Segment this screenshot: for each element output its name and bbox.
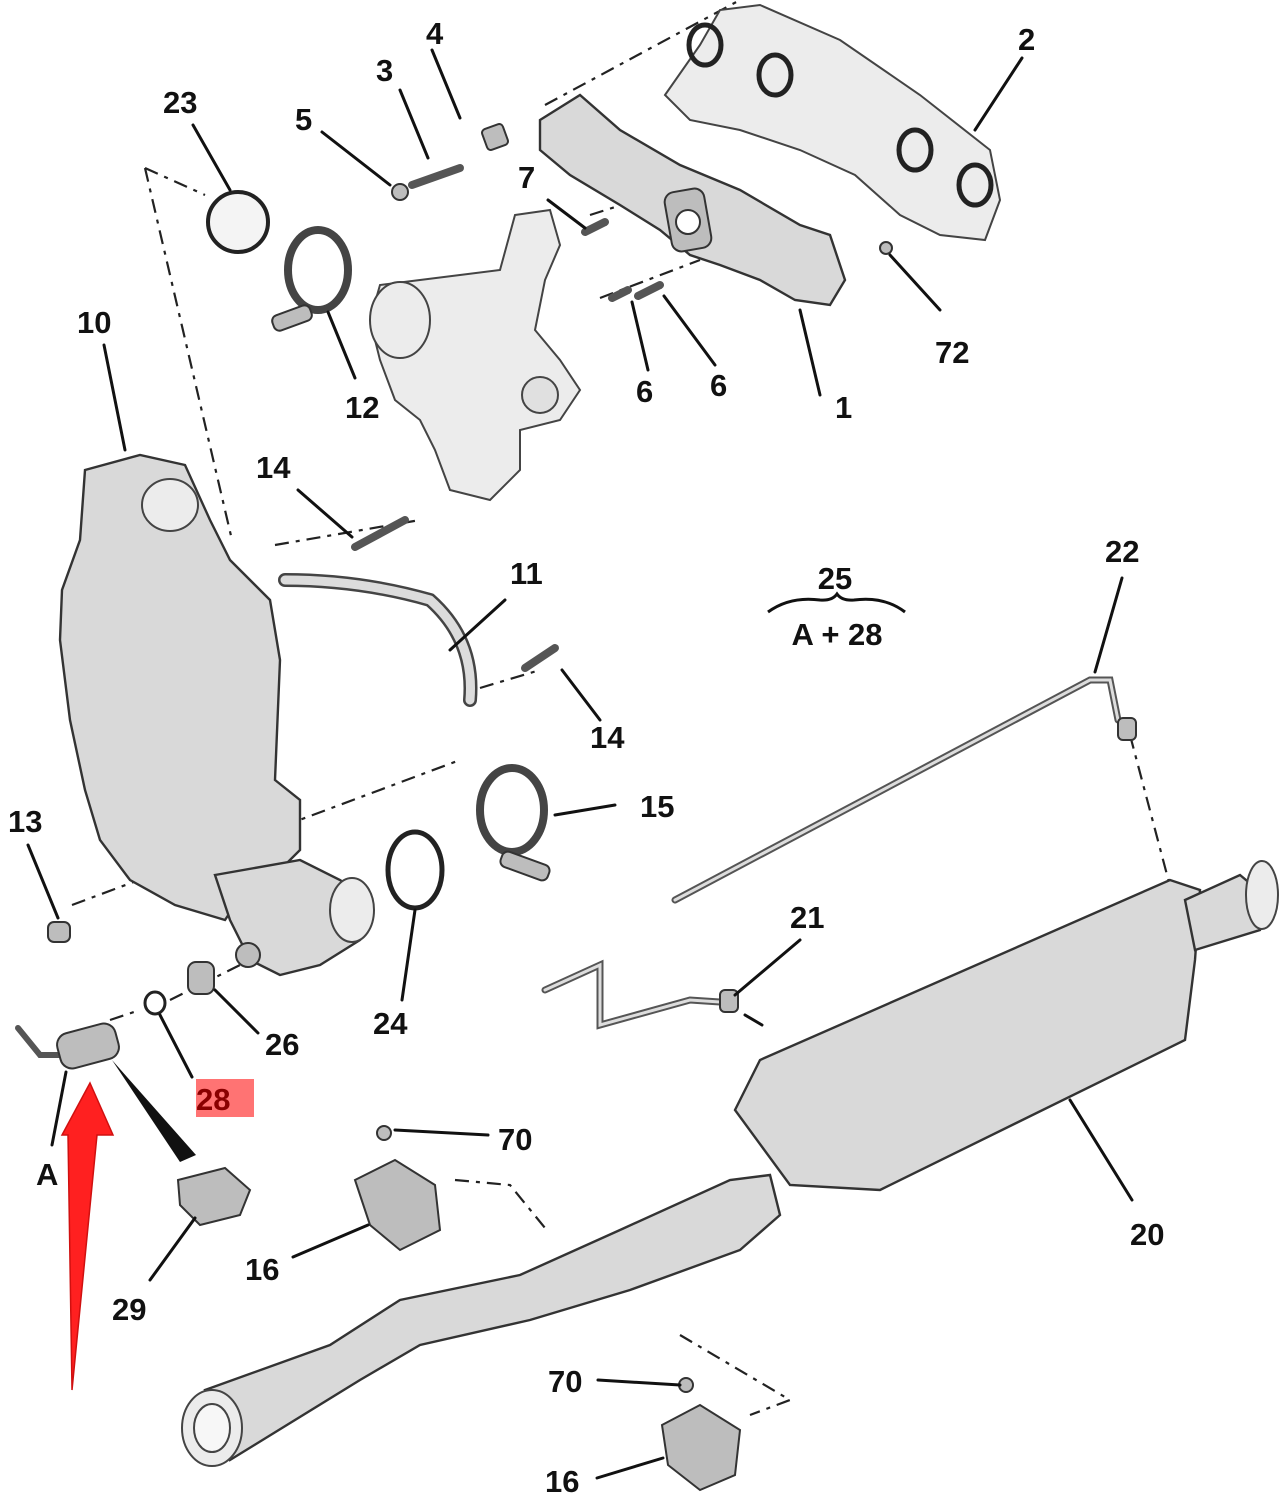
kit-note-formula: A + 28 bbox=[791, 617, 882, 652]
part-26-clip bbox=[187, 961, 215, 995]
label-20: 20 bbox=[1130, 1217, 1164, 1252]
part-29-cap bbox=[176, 1166, 252, 1227]
label-14-lower: 14 bbox=[590, 720, 625, 755]
part-22-pipe bbox=[671, 676, 1137, 904]
assembly-line-16a bbox=[454, 1178, 546, 1229]
assembly-line-22 bbox=[1128, 734, 1177, 906]
label-12: 12 bbox=[345, 390, 379, 425]
part-12-clamp bbox=[271, 226, 352, 332]
part-16-mount-lower bbox=[660, 1403, 742, 1492]
assembly-line-23 bbox=[143, 166, 234, 541]
label-28: 28 bbox=[196, 1082, 230, 1117]
label-70-upper: 70 bbox=[498, 1122, 532, 1157]
label-2: 2 bbox=[1018, 22, 1035, 57]
part-21-pipe bbox=[541, 959, 739, 1030]
assembly-line-16b bbox=[679, 1334, 793, 1417]
label-11: 11 bbox=[510, 556, 543, 591]
part-5-nut bbox=[391, 183, 409, 201]
part-72-nut bbox=[879, 241, 893, 255]
part-23-gasket bbox=[206, 190, 270, 254]
label-16-lower: 16 bbox=[545, 1464, 579, 1499]
part-16-mount-upper bbox=[353, 1158, 442, 1252]
part-a-sensor bbox=[15, 1022, 120, 1070]
label-10: 10 bbox=[77, 305, 111, 340]
part-20-silencer bbox=[733, 860, 1279, 1192]
part-24-seal-ring bbox=[385, 829, 445, 911]
assembly-line-26 bbox=[109, 959, 251, 1022]
assembly-line-manifold bbox=[544, 0, 741, 106]
label-6-right: 6 bbox=[710, 368, 727, 403]
label-15: 15 bbox=[640, 789, 674, 824]
label-22: 22 bbox=[1105, 534, 1139, 569]
turbocharger bbox=[368, 208, 582, 502]
part-4-spacer bbox=[481, 123, 509, 151]
label-1: 1 bbox=[835, 390, 852, 425]
red-arrow-indicator bbox=[60, 1081, 115, 1391]
intermediate-pipe bbox=[181, 1173, 782, 1467]
label-4: 4 bbox=[426, 16, 444, 51]
label-26: 26 bbox=[265, 1027, 299, 1062]
part-13-nut bbox=[47, 921, 71, 943]
part-14-stud-lower bbox=[521, 644, 559, 672]
part-7-stud bbox=[581, 218, 609, 236]
label-70-lower: 70 bbox=[548, 1364, 582, 1399]
label-24: 24 bbox=[373, 1006, 408, 1041]
label-14-upper: 14 bbox=[256, 450, 291, 485]
leader-lines bbox=[26, 48, 1134, 1480]
kit-note-number: 25 bbox=[818, 561, 852, 596]
part-14-stud-upper bbox=[351, 516, 409, 551]
part-28-washer bbox=[143, 990, 167, 1016]
kit-note: 25 A + 28 bbox=[767, 561, 906, 652]
label-23: 23 bbox=[163, 85, 197, 120]
label-6-left: 6 bbox=[636, 374, 653, 409]
part-2-heat-shield bbox=[663, 3, 1002, 242]
label-13: 13 bbox=[8, 804, 42, 839]
label-a: A bbox=[36, 1157, 58, 1192]
part-labels: 1 2 3 4 5 6 6 7 10 11 12 13 14 14 15 16 … bbox=[8, 16, 1164, 1499]
label-5: 5 bbox=[295, 102, 312, 137]
part-3-stud bbox=[408, 164, 464, 189]
label-3: 3 bbox=[376, 53, 393, 88]
part-10-catalytic-converter bbox=[58, 453, 375, 977]
part-1-exhaust-manifold bbox=[538, 93, 847, 307]
label-21: 21 bbox=[790, 900, 824, 935]
label-72: 72 bbox=[935, 335, 969, 370]
part-70-nut-upper bbox=[376, 1125, 392, 1141]
part-6-studs bbox=[608, 281, 664, 302]
label-7: 7 bbox=[518, 160, 535, 195]
part-15-clamp bbox=[476, 764, 551, 882]
label-16-upper: 16 bbox=[245, 1252, 279, 1287]
part-11-bracket bbox=[278, 573, 478, 707]
label-29: 29 bbox=[112, 1292, 146, 1327]
part-28-highlight bbox=[196, 1079, 254, 1117]
